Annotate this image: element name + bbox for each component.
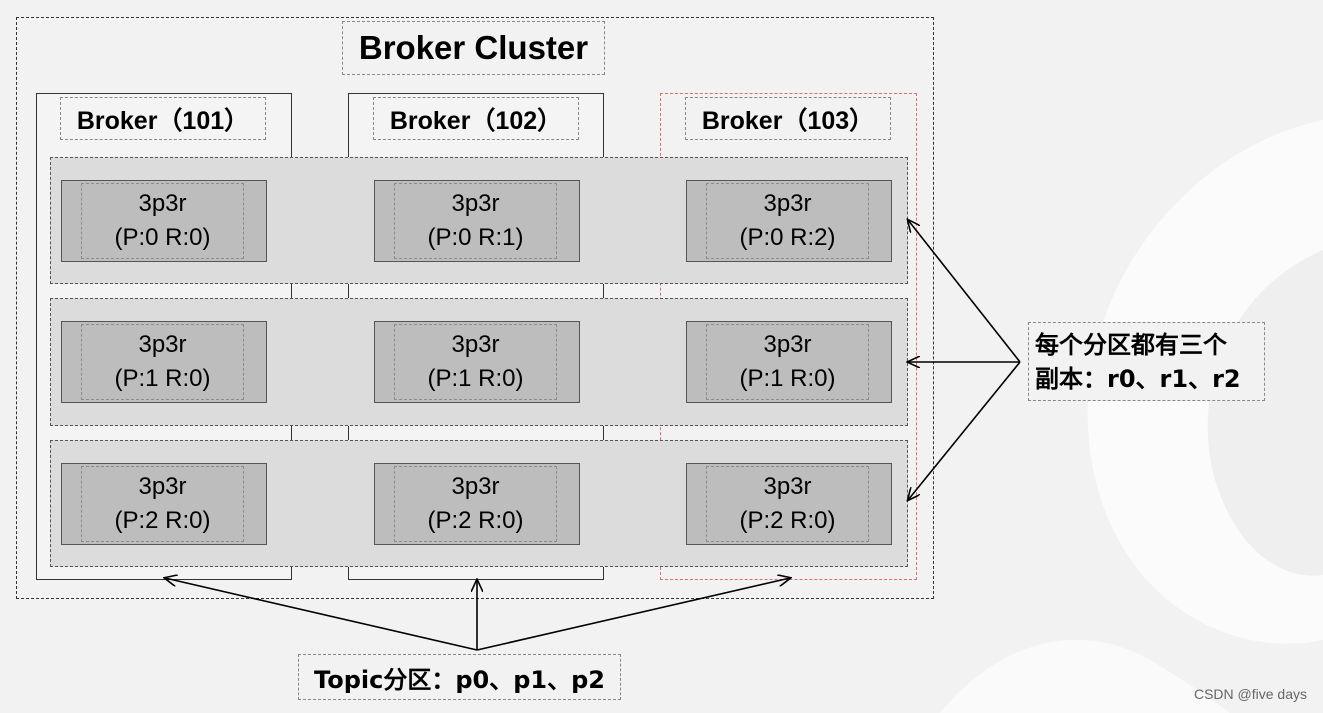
replica-cell: 3p3r (P:2 R:0) xyxy=(686,463,892,545)
replica-inner: 3p3r (P:1 R:0) xyxy=(81,324,244,400)
replica-name: 3p3r xyxy=(763,331,812,358)
replica-cell: 3p3r (P:0 R:1) xyxy=(374,180,580,262)
replica-id: (P:2 R:0) xyxy=(427,507,524,534)
replica-inner: 3p3r (P:1 R:0) xyxy=(706,324,869,400)
replica-note: 每个分区都有三个 副本：r0、r1、r2 xyxy=(1028,322,1265,401)
replica-cell: 3p3r (P:2 R:0) xyxy=(61,463,267,545)
replica-cell: 3p3r (P:1 R:0) xyxy=(61,321,267,403)
replica-inner: 3p3r (P:2 R:0) xyxy=(394,466,557,542)
replica-name: 3p3r xyxy=(451,473,500,500)
replica-id: (P:1 R:0) xyxy=(739,365,836,392)
replica-cell: 3p3r (P:2 R:0) xyxy=(374,463,580,545)
replica-cell: 3p3r (P:0 R:2) xyxy=(686,180,892,262)
replica-cell: 3p3r (P:0 R:0) xyxy=(61,180,267,262)
replica-id: (P:2 R:0) xyxy=(739,507,836,534)
replica-inner: 3p3r (P:0 R:0) xyxy=(81,183,244,259)
replica-id: (P:0 R:0) xyxy=(114,224,211,251)
broker-101-label: Broker（101） xyxy=(60,97,266,140)
replica-name: 3p3r xyxy=(763,473,812,500)
replica-cell: 3p3r (P:1 R:0) xyxy=(374,321,580,403)
replica-name: 3p3r xyxy=(763,190,812,217)
replica-id: (P:0 R:2) xyxy=(739,224,836,251)
watermark: CSDN @five days xyxy=(1193,686,1307,702)
replica-note-line1: 每个分区都有三个 xyxy=(1035,330,1227,359)
replica-id: (P:1 R:0) xyxy=(427,365,524,392)
replica-name: 3p3r xyxy=(138,190,187,217)
cluster-title: Broker Cluster xyxy=(342,21,605,75)
replica-id: (P:2 R:0) xyxy=(114,507,211,534)
replica-name: 3p3r xyxy=(138,331,187,358)
replica-inner: 3p3r (P:2 R:0) xyxy=(706,466,869,542)
topic-partition-note: Topic分区：p0、p1、p2 xyxy=(298,654,621,700)
replica-id: (P:0 R:1) xyxy=(427,224,524,251)
replica-note-line2: 副本：r0、r1、r2 xyxy=(1035,364,1241,393)
broker-102-label: Broker（102） xyxy=(373,97,579,140)
replica-id: (P:1 R:0) xyxy=(114,365,211,392)
replica-inner: 3p3r (P:1 R:0) xyxy=(394,324,557,400)
replica-cell: 3p3r (P:1 R:0) xyxy=(686,321,892,403)
replica-inner: 3p3r (P:0 R:1) xyxy=(394,183,557,259)
replica-inner: 3p3r (P:0 R:2) xyxy=(706,183,869,259)
replica-name: 3p3r xyxy=(451,331,500,358)
replica-name: 3p3r xyxy=(451,190,500,217)
broker-103-label: Broker（103） xyxy=(685,97,891,140)
replica-inner: 3p3r (P:2 R:0) xyxy=(81,466,244,542)
replica-name: 3p3r xyxy=(138,473,187,500)
